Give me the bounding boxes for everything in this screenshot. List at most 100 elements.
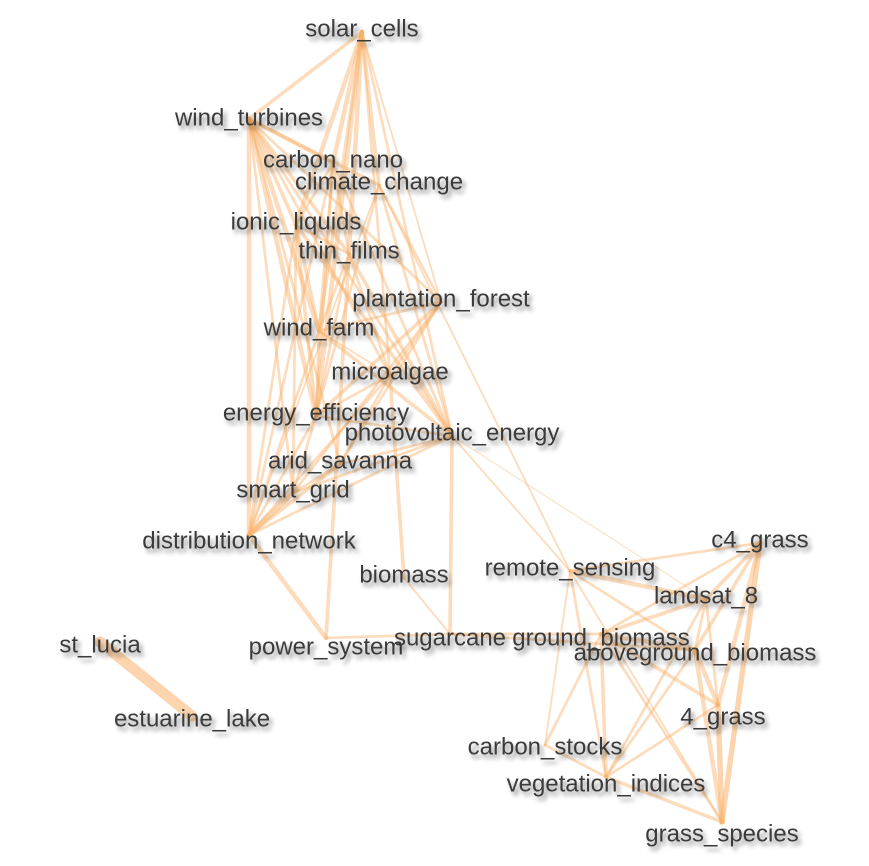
node-label-thin_films: thin_films [298, 237, 399, 264]
edge-plantation_forest-microalgae [388, 300, 443, 377]
edge-wind_turbines-arid_savanna [247, 117, 342, 466]
edge-carbon_nano-distribution_network [247, 161, 335, 537]
edge-plantation_forest-arid_savanna [338, 300, 443, 466]
edge-photovoltaic_energy-landsat_8 [451, 435, 707, 600]
edge-solar_cells-ionic_liquids [293, 29, 365, 228]
edge-wind_farm-energy_efficiency [314, 329, 321, 418]
edge-photovoltaic_energy-smart_grid [291, 434, 454, 495]
edge-ionic_liquids-photovoltaic_energy [294, 223, 454, 438]
node-label-arid_savanna: arid_savanna [268, 447, 413, 474]
edge-c4_grass-landsat_8 [704, 541, 762, 601]
node-label-biomass: biomass [359, 561, 448, 588]
edge-st_lucia-estuarine_lake [94, 636, 198, 722]
edge-climate_change-remote_sensing [378, 184, 571, 572]
edge-climate_change-distribution_network [248, 184, 380, 536]
edge-carbon_nano-energy_efficiency [314, 161, 335, 418]
edge-landsat_8-ground_biomass [599, 597, 708, 636]
edge-c4_grass-ground_biomass [599, 541, 762, 636]
edge-wind_turbines-thin_films [247, 117, 351, 256]
edge-remote_sensing-landsat_8 [567, 568, 709, 602]
edge-solar_cells-energy_efficiency [313, 29, 365, 419]
edge-landsat_8-aboveground_biomass [693, 597, 708, 652]
edge-ionic_liquids-wind_farm [294, 223, 321, 333]
node-label-ionic_liquids: ionic_liquids [231, 208, 362, 235]
edge-solar_cells-wind_farm [317, 30, 364, 333]
node-label-carbon_nano: carbon_nano [263, 146, 403, 173]
edge-wind_turbines-climate_change [247, 117, 381, 187]
node-label-vegetation_indices: vegetation_indices [507, 770, 706, 797]
edge-sugarcane-aboveground_biomass [448, 632, 697, 652]
node-label-aboveground_biomass: aboveground_biomass [574, 639, 817, 666]
edge-vegetation_indices-grass_species [604, 775, 724, 824]
edge-thin_films-microalgae [347, 252, 392, 377]
node-label-grass_species: grass_species [645, 820, 798, 847]
edge-ionic_liquids-energy_efficiency [294, 223, 318, 418]
edge-solar_cells-plantation_forest [361, 31, 442, 303]
edge-plantation_forest-wind_farm [317, 300, 443, 333]
edge-climate_change-photovoltaic_energy [377, 183, 454, 438]
edge-solar_cells-climate_change [360, 30, 381, 187]
edge-plantation_forest-smart_grid [291, 300, 443, 495]
node-label-sugarcane: sugarcane [394, 624, 506, 651]
edge-wind_turbines-wind_farm [246, 116, 322, 334]
node-label-wind_turbines: wind_turbines [174, 104, 323, 131]
edge-ground_biomass-grass_species [599, 632, 724, 824]
edge-layer [94, 29, 763, 825]
edge-ground_biomass-carbon_stocks [543, 632, 603, 747]
edge-aboveground_biomass-4_grass [692, 647, 721, 708]
edge-wind_turbines-photovoltaic_energy [247, 117, 454, 438]
edge-landsat_8-vegetation_indices [604, 597, 708, 779]
label-layer: solar_cellswind_turbinescarbon_nanoclima… [59, 15, 816, 847]
edge-power_system-sugarcane [324, 632, 452, 640]
node-label-plantation_forest: plantation_forest [352, 285, 530, 312]
node-label-estuarine_lake: estuarine_lake [114, 705, 270, 732]
node-label-remote_sensing: remote_sensing [485, 554, 656, 581]
edge-remote_sensing-c4_grass [568, 541, 762, 573]
edge-wind_turbines-ionic_liquids [247, 117, 298, 227]
edge-aboveground_biomass-vegetation_indices [604, 648, 697, 779]
edge-photovoltaic_energy-sugarcane [448, 434, 454, 636]
edge-carbon_nano-thin_films [331, 161, 351, 256]
edge-plantation_forest-energy_efficiency [314, 300, 443, 418]
edge-carbon_nano-photovoltaic_energy [331, 161, 454, 438]
edge-ground_biomass-aboveground_biomass [598, 631, 698, 653]
node-label-c4_grass: c4_grass [711, 526, 808, 553]
node-label-4_grass: 4_grass [680, 703, 765, 730]
node-label-wind_farm: wind_farm [263, 314, 375, 341]
edge-wind_turbines-smart_grid [247, 117, 295, 495]
edge-ionic_liquids-smart_grid [291, 223, 298, 495]
edge-carbon_stocks-vegetation_indices [543, 743, 608, 779]
node-label-photovoltaic_energy: photovoltaic_energy [345, 419, 560, 446]
edge-photovoltaic_energy-remote_sensing [451, 435, 571, 572]
edge-carbon_nano-wind_farm [317, 161, 335, 333]
node-label-microalgae: microalgae [331, 358, 448, 385]
edge-thin_films-wind_farm [317, 252, 351, 333]
edge-energy_efficiency-distribution_network [247, 414, 318, 537]
edge-smart_grid-distribution_network [246, 490, 296, 538]
edge-c4_grass-grass_species [719, 540, 763, 825]
edge-c4_grass-4_grass [715, 540, 763, 708]
node-label-landsat_8: landsat_8 [654, 582, 758, 609]
edge-ionic_liquids-distribution_network [247, 223, 298, 537]
edge-wind_turbines-carbon_nano [247, 117, 335, 165]
edge-ground_biomass-vegetation_indices [599, 632, 608, 779]
edge-c4_grass-aboveground_biomass [693, 541, 762, 652]
edge-wind_turbines-energy_efficiency [246, 116, 319, 419]
edge-climate_change-plantation_forest [377, 183, 443, 304]
node-label-carbon_stocks: carbon_stocks [468, 733, 623, 760]
edge-photovoltaic_energy-distribution_network [247, 434, 454, 537]
edge-landsat_8-4_grass [704, 597, 720, 707]
edge-solar_cells-thin_films [346, 29, 365, 257]
node-label-solar_cells: solar_cells [305, 15, 418, 42]
edge-thin_films-photovoltaic_energy [347, 252, 454, 438]
edge-ground_biomass-4_grass [599, 632, 720, 707]
edge-remote_sensing-vegetation_indices [568, 569, 608, 779]
edge-energy_efficiency-photovoltaic_energy [314, 414, 454, 438]
edge-wind_farm-microalgae [318, 330, 391, 376]
edge-microalgae-distribution_network [247, 373, 392, 537]
edge-remote_sensing-aboveground_biomass [568, 569, 697, 652]
edge-thin_films-power_system [324, 252, 351, 640]
edge-carbon_nano-ionic_liquids [294, 161, 335, 227]
